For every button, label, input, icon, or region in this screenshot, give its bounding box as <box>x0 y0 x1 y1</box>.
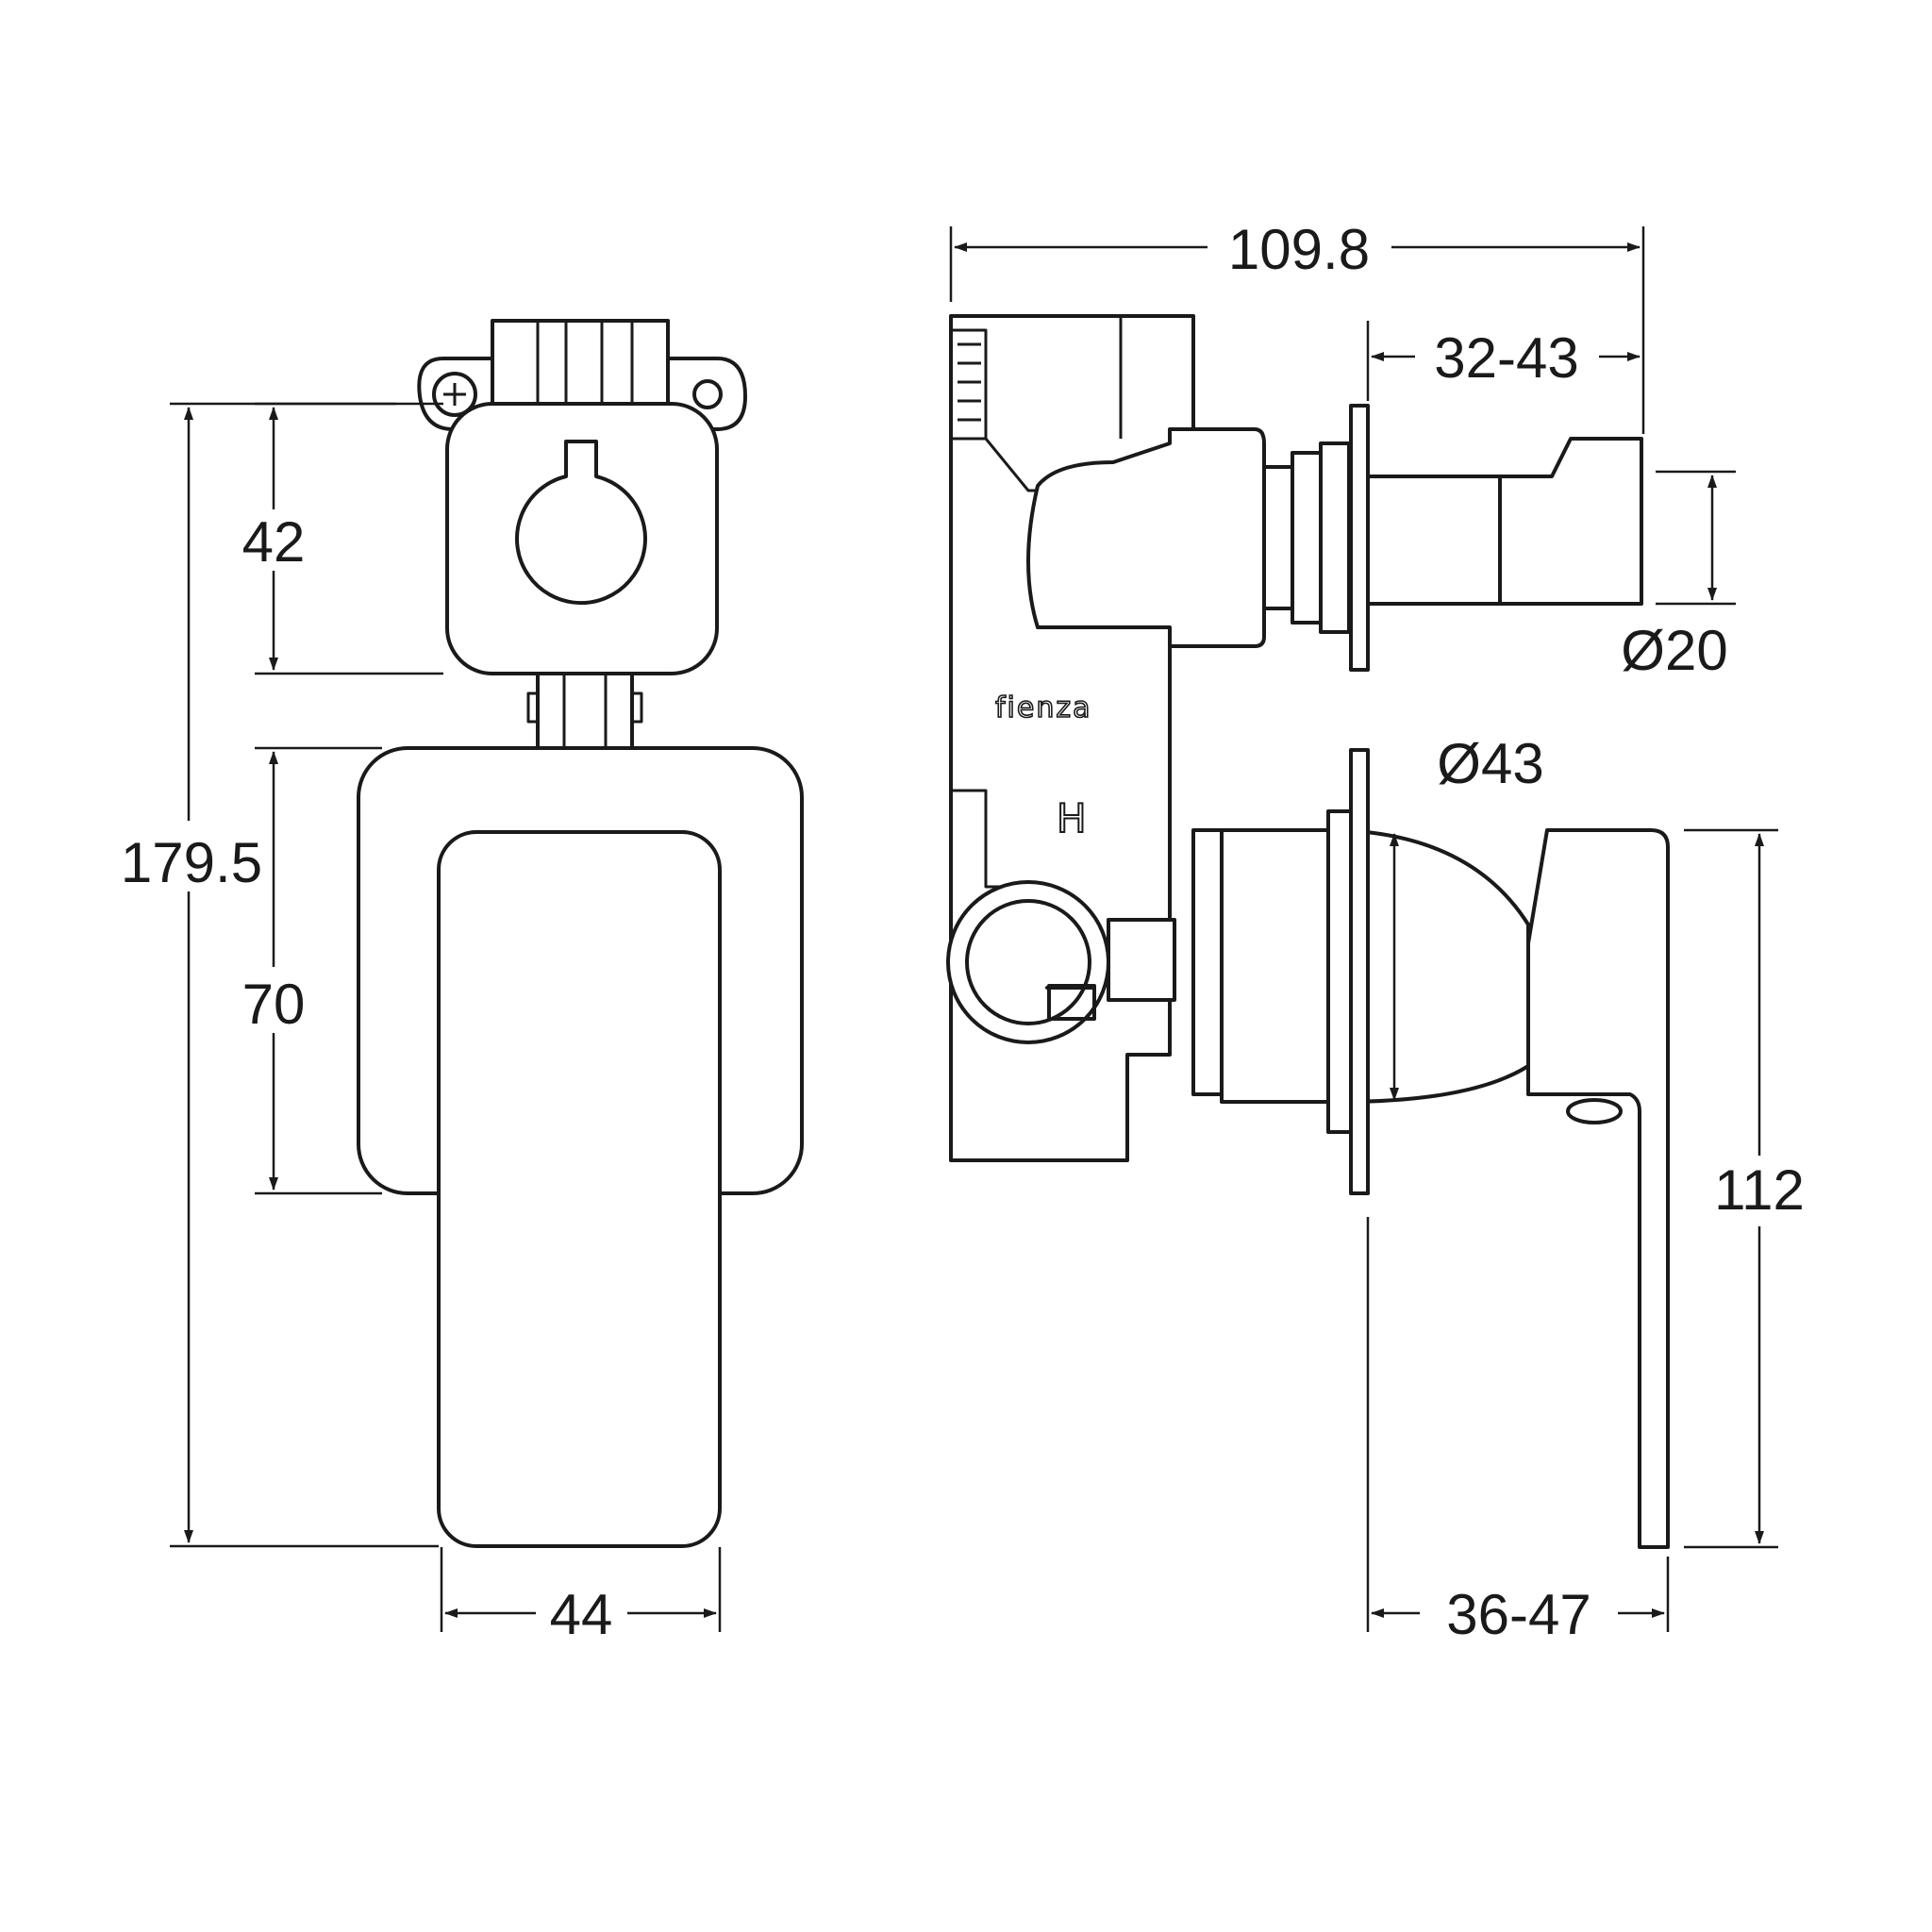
dim-label-handle-length: 112 <box>1714 1158 1805 1222</box>
dim-label-escutcheon: 70 <box>242 973 306 1036</box>
dimension-112: 112 <box>1684 828 1805 1549</box>
mounting-hole-icon <box>692 379 723 409</box>
stem <box>526 672 643 751</box>
cover-plate <box>445 402 719 675</box>
dimension-42: 42 <box>242 402 443 675</box>
valve-body: fienza H <box>949 314 1195 1162</box>
cartridge-top <box>491 319 670 412</box>
brand-text: fienza <box>995 691 1092 724</box>
handle-lever <box>437 830 722 1548</box>
keyhole-icon <box>515 440 647 606</box>
dim-label-top-plate: 42 <box>242 510 306 574</box>
dimension-36-47: 36-47 <box>1366 1217 1670 1646</box>
dim-label-overall-height: 179.5 <box>121 831 262 894</box>
spindle <box>1366 475 1502 606</box>
upper-connector <box>1026 404 1643 672</box>
mounting-bracket <box>417 319 747 431</box>
dimension-109-8: 109.8 <box>949 218 1645 434</box>
front-view: 179.5 42 70 44 <box>121 319 804 1646</box>
spindle-cap <box>1498 437 1643 606</box>
dim-label-handle-projection: 36-47 <box>1446 1583 1591 1646</box>
dimension-43: Ø43 <box>1390 732 1544 1101</box>
dimension-32-43: 32-43 <box>1366 321 1641 401</box>
side-view: fienza H <box>946 218 1805 1646</box>
dim-label-spindle-diameter: Ø20 <box>1621 619 1727 682</box>
screw-icon <box>432 372 477 417</box>
side-handle-lever <box>1526 828 1670 1549</box>
dim-label-handle-width: 44 <box>550 1583 613 1646</box>
dimension-44: 44 <box>440 1547 722 1646</box>
dimension-20: Ø20 <box>1621 470 1736 682</box>
dimension-179-5: 179.5 <box>121 402 439 1548</box>
upper-wall-plate <box>1349 404 1370 672</box>
lower-mixer <box>946 748 1670 1549</box>
dim-label-body-diameter: Ø43 <box>1437 732 1543 795</box>
dimension-70: 70 <box>242 746 382 1195</box>
dim-label-spindle-projection: 32-43 <box>1434 326 1578 390</box>
hot-marking: H <box>1057 795 1087 841</box>
dim-label-overall-depth: 109.8 <box>1228 218 1370 281</box>
